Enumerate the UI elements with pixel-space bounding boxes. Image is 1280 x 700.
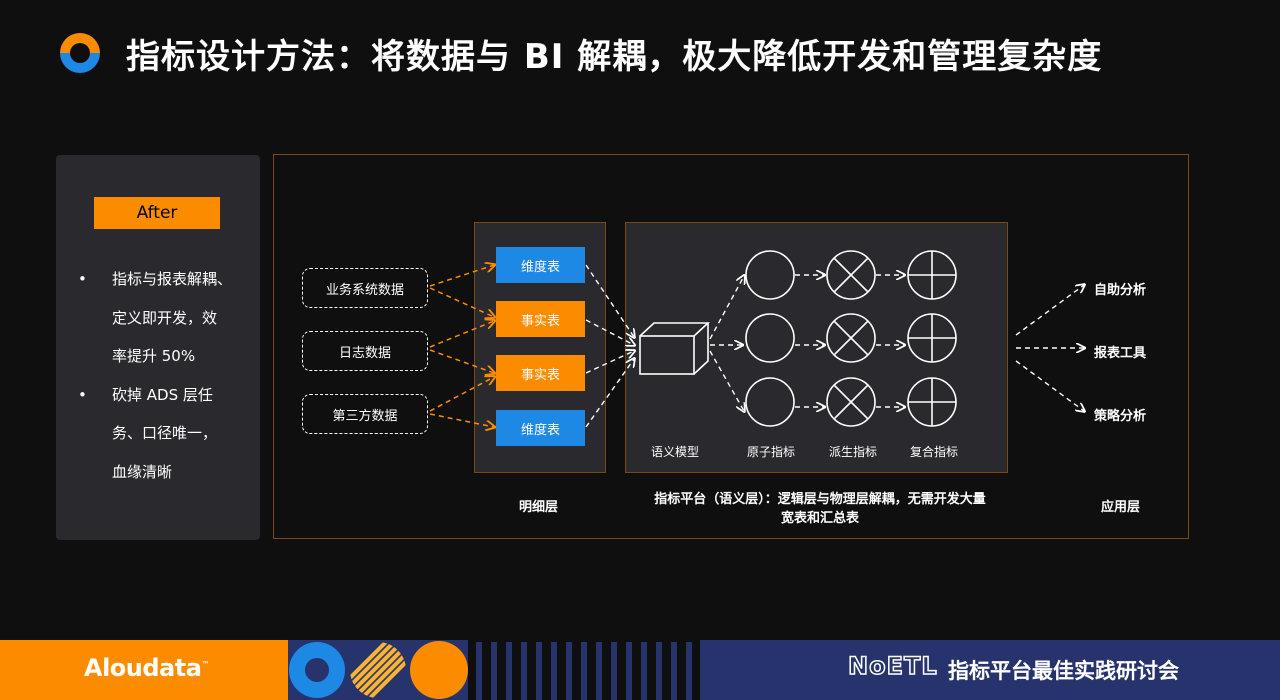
caption-platform-line-2: 宽表和汇总表 (780, 511, 859, 526)
app-self-service-analysis: 自助分析 (1094, 283, 1147, 298)
source-third-party-data: 第三方数据 (302, 394, 428, 434)
label-atomic-metric: 原子指标 (747, 445, 796, 459)
dimension-table-1: 维度表 (496, 247, 585, 283)
brand-name: Aloudata™ (84, 654, 209, 682)
composite-metric-icons (907, 250, 957, 427)
bullet-line: 定义即开发，效 (112, 308, 218, 327)
bullet-line: 指标与报表解耦、 (112, 270, 233, 288)
atomic-metric-icons (745, 250, 795, 427)
ring-logo-icon (60, 33, 100, 73)
noetl-logo: NoETL (847, 651, 938, 681)
caption-detail-layer: 明细层 (519, 500, 559, 515)
caption-application-layer: 应用层 (1101, 500, 1141, 515)
bullet-line: 率提升 50% (112, 347, 196, 365)
page-title: 指标设计方法：将数据与 BI 解耦，极大降低开发和管理复杂度 (126, 36, 1103, 77)
after-panel: After • 指标与报表解耦、 定义即开发，效 率提升 50% • 砍掉 AD… (56, 155, 260, 540)
brand-block: Aloudata™ (0, 640, 288, 700)
diagram-connectors (429, 250, 1190, 540)
event-block: NoETL 指标平台最佳实践研讨会 (700, 640, 1280, 700)
footer-bar: Aloudata™ NoETL 指标平台 (0, 640, 1280, 700)
bullet-line: 砍掉 ADS 层任 (112, 385, 213, 404)
bullet-item: • 砍掉 ADS 层任 务、口径唯一， 血缘清晰 (78, 376, 248, 492)
label-semantic-model: 语义模型 (651, 445, 700, 459)
label-derived-metric: 派生指标 (829, 445, 878, 459)
bullet-line: 血缘清晰 (112, 462, 173, 481)
title-row: 指标设计方法：将数据与 BI 解耦，极大降低开发和管理复杂度 (56, 28, 1102, 78)
dimension-table-2: 维度表 (496, 410, 585, 446)
detail-arrows (585, 264, 634, 428)
fact-table-1: 事实表 (496, 301, 585, 337)
footer-pattern-icon (288, 640, 700, 700)
brand-trademark: ™ (201, 660, 209, 669)
caption-platform-line-1: 指标平台（语义层）：逻辑层与物理层解耦，无需开发大量 (654, 492, 986, 507)
source-business-data: 业务系统数据 (302, 268, 428, 308)
bullet-marker: • (78, 385, 87, 404)
brand-wordmark: Aloudata (84, 654, 202, 682)
model-arrows (709, 275, 904, 411)
bullet-line: 务、口径唯一， (112, 424, 218, 442)
app-arrows (1015, 285, 1084, 411)
bullet-marker: • (78, 270, 87, 288)
fact-table-2: 事实表 (496, 355, 585, 391)
bullet-list: • 指标与报表解耦、 定义即开发，效 率提升 50% • 砍掉 ADS 层任 务… (78, 260, 248, 491)
app-strategy-analysis: 策略分析 (1094, 409, 1147, 424)
app-report-tools: 报表工具 (1094, 346, 1147, 361)
caption-metric-platform: 指标平台（语义层）：逻辑层与物理层解耦，无需开发大量 宽表和汇总表 (640, 488, 1000, 526)
derived-metric-icons (826, 250, 876, 427)
diagram-frame: 业务系统数据 日志数据 第三方数据 维度表 事实表 事实表 维度表 (273, 154, 1189, 539)
after-badge: After (94, 197, 220, 229)
semantic-model-cube-icon (639, 322, 711, 375)
source-log-data: 日志数据 (302, 331, 428, 371)
event-title: 指标平台最佳实践研讨会 (948, 659, 1179, 683)
bullet-item: • 指标与报表解耦、 定义即开发，效 率提升 50% (78, 260, 248, 376)
label-composite-metric: 复合指标 (910, 445, 959, 459)
source-arrows (429, 265, 494, 427)
